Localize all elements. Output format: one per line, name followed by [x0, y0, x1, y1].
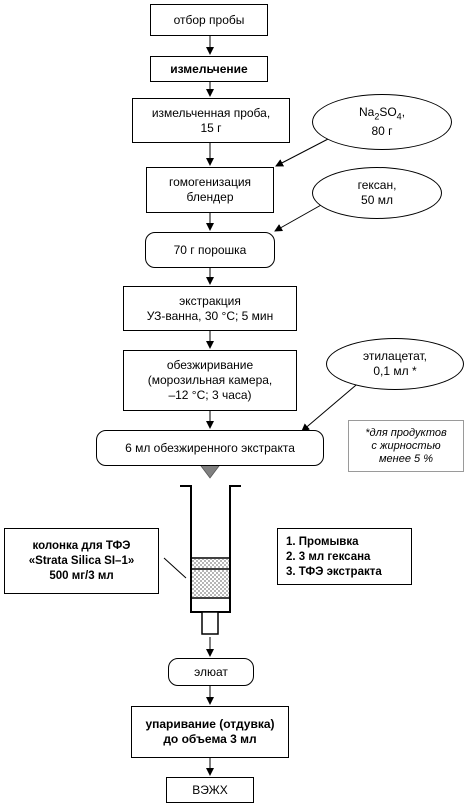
step-homogenization: гомогенизация блендер	[146, 167, 274, 213]
footnote-line-3: менее 5 %	[379, 452, 433, 465]
evaporation-line-1: упаривание (отдувка)	[145, 717, 275, 731]
step-extraction: экстракция УЗ-ванна, 30 °С; 5 мин	[123, 286, 297, 331]
step-powder: 70 г порошка	[145, 232, 275, 268]
extraction-line-2: УЗ-ванна, 30 °С; 5 мин	[146, 308, 274, 323]
ground-sample-line-1: измельченная проба,	[151, 105, 271, 120]
hexane-line-2: 50 мл	[361, 193, 393, 207]
footnote-line-1: *для продуктов	[365, 426, 447, 439]
step-sampling: отбор пробы	[150, 4, 268, 36]
defatting-line-1: обезжиривание	[166, 358, 254, 372]
defatting-line-3: –12 °С; 3 часа)	[168, 388, 252, 402]
spe-step-2: 2. 3 мл гексана	[286, 551, 371, 563]
step-eluate: элюат	[168, 658, 254, 686]
ethyl-acetate-line-1: этилацетат,	[362, 349, 428, 363]
arrow-na2so4	[275, 137, 331, 167]
homogenization-line-2: блендер	[186, 190, 234, 204]
reagent-ethyl-acetate: этилацетат, 0,1 мл *	[326, 338, 464, 390]
na2so4-formula: Na2SO4,	[358, 104, 406, 122]
spe-step-3: 3. ТФЭ экстракта	[286, 566, 382, 578]
footnote-line-2: с жирностью	[371, 439, 441, 452]
spe-steps-box: 1. Промывка 2. 3 мл гексана 3. ТФЭ экстр…	[277, 528, 412, 585]
step-ground-sample: измельченная проба, 15 г	[132, 98, 290, 143]
step-evaporation: упаривание (отдувка) до объема 3 мл	[131, 706, 289, 758]
arrow-ethyl-acetate	[301, 379, 363, 432]
hexane-line-1: гексан,	[357, 178, 397, 192]
na2so4-amount: 80 г	[371, 124, 393, 139]
defatting-line-2: (морозильная камера,	[147, 373, 273, 387]
extraction-line-1: экстракция	[179, 293, 241, 308]
step-hplc: ВЭЖХ	[166, 777, 254, 803]
spe-column-line-2: «Strata Silica SI–1»	[28, 554, 135, 567]
ethyl-acetate-line-2: 0,1 мл *	[373, 364, 417, 378]
footnote-box: *для продуктов с жирностью менее 5 %	[348, 420, 464, 472]
spe-column-line-3: 500 мг/3 мл	[49, 569, 114, 582]
ground-sample-line-2: 15 г	[200, 120, 222, 135]
spe-column-line-1: колонка для ТФЭ	[32, 539, 131, 552]
reagent-hexane: гексан, 50 мл	[312, 167, 442, 219]
spe-column-label: колонка для ТФЭ «Strata Silica SI–1» 500…	[4, 528, 159, 594]
step-grinding: измельчение	[150, 56, 268, 82]
spe-cartridge-drawing	[163, 485, 241, 635]
step-defatting: обезжиривание (морозильная камера, –12 °…	[123, 350, 297, 411]
homogenization-line-1: гомогенизация	[168, 175, 252, 189]
evaporation-line-2: до объема 3 мл	[163, 732, 257, 746]
spe-step-1: 1. Промывка	[286, 536, 359, 548]
reagent-na2so4: Na2SO4, 80 г	[312, 94, 452, 150]
step-defatted-extract: 6 мл обезжиренного экстракта	[96, 430, 324, 466]
